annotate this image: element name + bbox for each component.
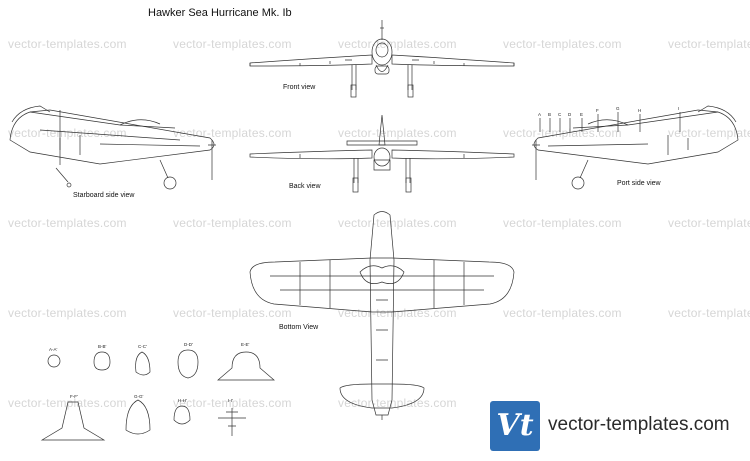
watermark: vector-templates.com xyxy=(8,37,127,51)
watermark: vector-templates.com xyxy=(338,216,457,230)
section-i xyxy=(218,408,246,436)
watermark-row: vector-templates.com vector-templates.co… xyxy=(0,396,750,410)
section-h xyxy=(173,405,191,425)
front-view-label: Front view xyxy=(283,84,316,91)
watermark: vector-templates.com xyxy=(668,216,750,230)
section-label: E-E' xyxy=(241,342,250,347)
watermark: vector-templates.com xyxy=(8,396,127,410)
station-marker: E xyxy=(580,112,584,117)
cross-sections xyxy=(40,349,275,441)
brand-name: vector-templates.com xyxy=(548,414,730,435)
section-f xyxy=(40,401,106,441)
starboard-view-label: Starboard side view xyxy=(73,192,135,199)
starboard-side-drawing xyxy=(9,105,216,190)
watermark: vector-templates.com xyxy=(173,37,292,51)
watermark: vector-templates.com xyxy=(8,126,127,140)
bottom-view-label: Bottom View xyxy=(279,324,319,331)
watermark: vector-templates.com xyxy=(503,126,622,140)
section-label: F-F' xyxy=(70,394,78,399)
watermark: vector-templates.com xyxy=(503,216,622,230)
section-e xyxy=(217,351,275,381)
station-marker: C xyxy=(558,112,562,117)
vt-logo-icon: Vt xyxy=(490,401,540,451)
watermark-row: vector-templates.com vector-templates.co… xyxy=(0,37,750,51)
station-marker: F xyxy=(596,108,599,113)
station-marker: G xyxy=(616,106,620,111)
watermark: vector-templates.com xyxy=(668,37,750,51)
station-marker: B xyxy=(548,112,552,117)
section-c xyxy=(135,351,151,376)
section-b xyxy=(93,351,111,371)
section-label: D-D' xyxy=(184,342,193,347)
watermark: vector-templates.com xyxy=(668,126,750,140)
station-marker: D xyxy=(568,112,572,117)
section-label: C-C' xyxy=(138,344,147,349)
watermark: vector-templates.com xyxy=(173,216,292,230)
brand-badge[interactable]: Vt vector-templates.com xyxy=(488,401,750,451)
watermark: vector-templates.com xyxy=(338,126,457,140)
section-a xyxy=(47,354,61,368)
section-label: I-I' xyxy=(228,398,233,403)
watermark: vector-templates.com xyxy=(173,396,292,410)
section-label: H-H' xyxy=(178,398,187,403)
station-marker: A xyxy=(538,112,542,117)
section-d xyxy=(177,349,199,379)
watermark: vector-templates.com xyxy=(338,396,457,410)
port-side-drawing xyxy=(532,105,739,190)
back-view-label: Back view xyxy=(289,183,321,190)
section-label: G-G' xyxy=(134,394,144,399)
station-marker: H xyxy=(638,108,642,113)
watermark: vector-templates.com xyxy=(8,306,127,320)
watermark: vector-templates.com xyxy=(8,216,127,230)
watermark: vector-templates.com xyxy=(668,306,750,320)
section-label: A-A' xyxy=(49,347,58,352)
front-view-drawing xyxy=(249,20,515,98)
page-title: Hawker Sea Hurricane Mk. Ib xyxy=(148,7,292,19)
watermark-row: vector-templates.com vector-templates.co… xyxy=(0,216,750,230)
watermark: vector-templates.com xyxy=(173,306,292,320)
back-view-drawing xyxy=(249,114,515,193)
watermark: vector-templates.com xyxy=(338,37,457,51)
watermark: vector-templates.com xyxy=(503,306,622,320)
port-view-label: Port side view xyxy=(617,180,661,187)
bottom-view-drawing xyxy=(249,211,515,420)
watermark: vector-templates.com xyxy=(503,37,622,51)
section-g xyxy=(125,399,151,435)
section-label: B-B' xyxy=(98,344,107,349)
watermark-row: vector-templates.com vector-templates.co… xyxy=(0,306,750,320)
station-marker: I xyxy=(678,106,680,111)
